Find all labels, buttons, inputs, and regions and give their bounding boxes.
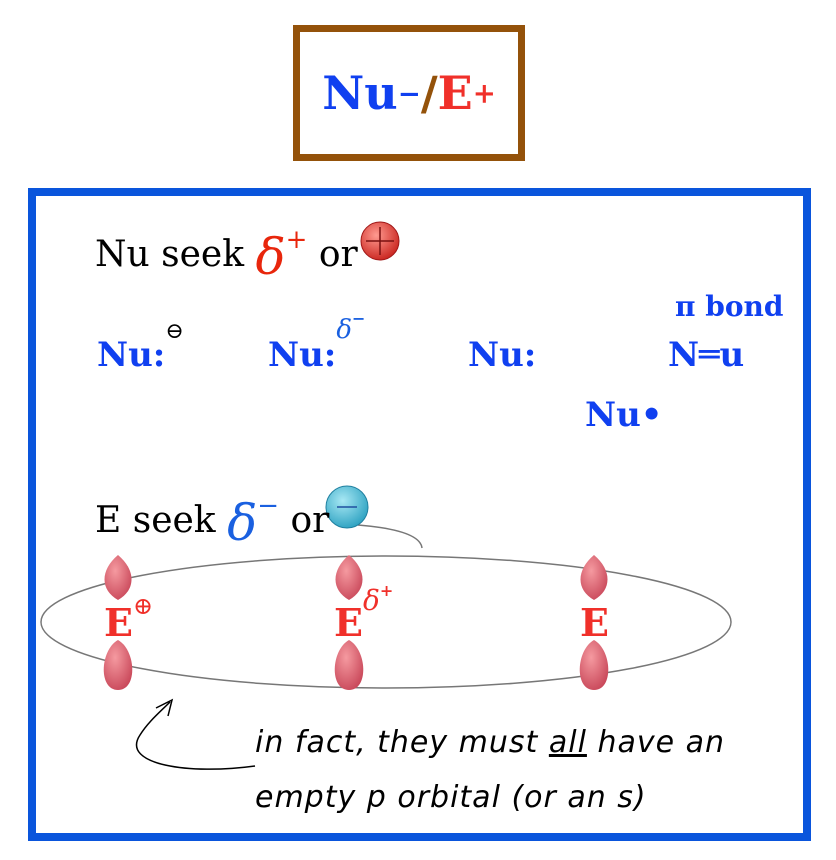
arrow-icon — [135, 701, 256, 770]
nu-radical: Nu• — [585, 395, 663, 435]
title-slash: / — [420, 66, 438, 120]
title-e: E — [437, 66, 473, 120]
electrophile-cation: E⊕ — [104, 592, 154, 645]
pi-bond-structure: N═u — [668, 335, 745, 375]
main-frame — [28, 188, 811, 841]
nu-seek-heading: Nu seek δ+ or — [95, 225, 358, 286]
note-line-2: empty p orbital (or an s) — [255, 780, 647, 815]
title-minus: − — [397, 76, 421, 110]
plus-ball-icon — [360, 221, 400, 261]
title-box: Nu−/E+ — [293, 25, 525, 161]
orbital-lobes — [103, 555, 609, 690]
nu-lone-pair: Nu: — [468, 335, 537, 375]
electrophile-neutral: E — [580, 600, 609, 645]
minus-ball-icon — [325, 485, 369, 529]
electrophile-partial: Eδ+ — [334, 581, 394, 645]
title-nu: Nu — [322, 66, 398, 120]
e-seek-heading: E seek δ− or — [95, 491, 330, 552]
pi-bond-label: π bond — [675, 290, 784, 323]
grouping-ellipse — [40, 555, 732, 689]
note-line-1: in fact, they must all have an — [255, 725, 725, 760]
title-plus: + — [472, 76, 496, 110]
nu-anion: Nu:⊖ — [97, 319, 184, 375]
nu-partial: Nu:δ− — [268, 309, 366, 375]
connector-line — [357, 524, 423, 549]
